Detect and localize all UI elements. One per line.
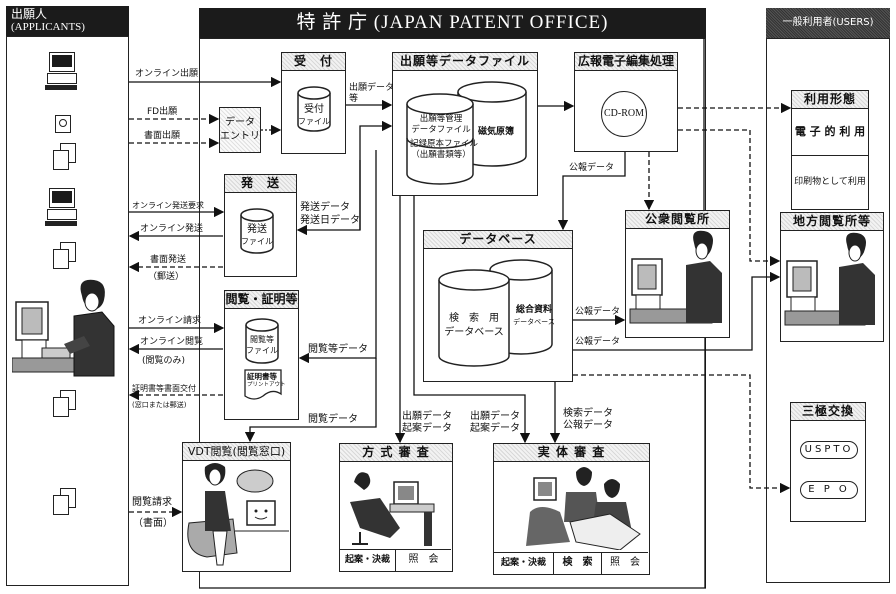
- label-online-send: オンライン発送: [140, 224, 204, 234]
- formality-cell-drafting: 起案・決裁: [340, 549, 396, 571]
- public-reading-room-title: 公衆閲覧所: [626, 211, 729, 229]
- inspection-file-label: 閲覧等 ファイル: [246, 335, 278, 355]
- search-database-label: 検 索 用 データベース: [444, 313, 504, 338]
- formality-examination-box: 方 式 審 査 起案・決裁 照 会: [339, 443, 453, 572]
- magnetic-register-label: 磁気原簿: [478, 127, 515, 137]
- woman-at-computer-illustration: [187, 463, 289, 566]
- document-icon: [53, 249, 69, 269]
- dispatch-box: 発 送: [224, 174, 297, 277]
- usage-form-title: 利用形態: [792, 91, 868, 109]
- document-icon: [53, 150, 69, 170]
- label-application-data: 出願データ 等: [349, 83, 395, 104]
- applicants-subtitle: (APPLICANTS): [11, 21, 85, 33]
- database-title: データベース: [424, 231, 572, 249]
- label-view-request-note: （書面）: [133, 518, 173, 529]
- examiner-at-computer-illustration: [350, 472, 435, 546]
- vdt-viewing-title: VDT閲覧(閲覧窓口): [183, 443, 290, 461]
- dispatch-file-cylinder-icon: [240, 208, 274, 254]
- application-management-file-cylinder-icon: [406, 93, 474, 185]
- substantive-cell-search: 検 索: [554, 552, 602, 574]
- label-online-view-note: (閲覧のみ): [142, 356, 186, 366]
- cd-rom-icon: CD-ROM: [601, 91, 647, 137]
- label-gazette-data-1: 公報データ: [569, 163, 615, 173]
- label-formality-data: 出願データ 起案データ: [402, 411, 452, 434]
- certificate-printout-label: 証明書等 プリントアウト: [247, 372, 286, 388]
- label-online-view: オンライン閲覧: [140, 337, 204, 347]
- document-icon: [53, 495, 69, 515]
- trilateral-exchange-box: 三極交換 USPTO E P O: [790, 402, 866, 522]
- examiners-meeting-illustration: [526, 467, 641, 551]
- floppy-disk-icon: [55, 115, 71, 133]
- label-search-data: 検索データ 公報データ: [563, 408, 613, 431]
- application-management-file-label: 出願等管理 データファイル 記録原本ファイル （出願書類等）: [410, 114, 479, 160]
- data-entry-box: データ エントリ: [219, 107, 261, 153]
- label-cert-delivery-note: (窓口または郵送): [132, 401, 187, 409]
- substantive-cell-inquiry: 照 会: [602, 552, 648, 574]
- applicant-person-at-computer-illustration: [12, 279, 115, 377]
- epo-badge: E P O: [800, 481, 858, 499]
- publication-editing-title: 広報電子編集処理: [575, 53, 677, 71]
- usage-printed: 印刷物として利用: [794, 177, 866, 187]
- label-view-etc-data: 閲覧等データ: [308, 344, 368, 355]
- dispatch-title: 発 送: [225, 175, 296, 193]
- label-paper-filing: 書面出願: [144, 131, 181, 141]
- usage-form-box: 利用形態 電 子 的 利 用 印刷物として利用: [791, 90, 869, 210]
- label-paper-send: 書面発送: [150, 255, 187, 265]
- label-substantive-data: 出願データ 起案データ: [470, 411, 520, 434]
- formality-cell-inquiry: 照 会: [396, 549, 451, 571]
- publication-editing-box: 広報電子編集処理 CD-ROM: [574, 52, 678, 152]
- applicants-header: 出願人 (APPLICANTS): [6, 6, 129, 36]
- substantive-examination-box: 実 体 審 査 起案・決裁 検 索 照 会: [493, 443, 650, 575]
- users-header: 一般利用者(USERS): [766, 8, 890, 38]
- regional-reading-room-box: 地方閲覧所等: [780, 212, 884, 342]
- label-online-request: オンライン請求: [138, 316, 202, 326]
- label-view-request: 閲覧請求: [132, 497, 172, 508]
- trilateral-exchange-title: 三極交換: [791, 403, 865, 421]
- person-at-computer-illustration: [784, 232, 875, 326]
- label-fd-filing: FD出願: [147, 107, 178, 117]
- label-gazette-data-2: 公報データ: [575, 307, 621, 317]
- regional-reading-room-title: 地方閲覧所等: [781, 213, 883, 231]
- reception-file-label: 受付 ファイル: [298, 104, 330, 126]
- person-at-computer-illustration: [629, 230, 722, 324]
- applicants-title: 出願人: [11, 7, 48, 21]
- substantive-examination-title: 実 体 審 査: [494, 444, 649, 462]
- reception-file-cylinder-icon: [297, 86, 331, 132]
- comprehensive-database-label: 総合資料 データベース: [513, 305, 555, 326]
- jpo-title: 特 許 庁 (JAPAN PATENT OFFICE): [296, 12, 609, 33]
- formality-examination-title: 方 式 審 査: [340, 444, 452, 462]
- users-title: 一般利用者(USERS): [782, 17, 874, 28]
- label-view-data: 閲覧データ: [308, 414, 358, 425]
- label-gazette-data-3: 公報データ: [575, 337, 621, 347]
- label-paper-send-note: （郵送）: [148, 272, 185, 282]
- label-cert-delivery: 証明書等書面交付: [132, 384, 196, 393]
- application-data-file-title: 出願等データファイル: [393, 53, 537, 71]
- public-reading-room-box: 公衆閲覧所: [625, 210, 730, 338]
- computer-icon: [45, 188, 77, 230]
- label-online-filing: オンライン出願: [135, 69, 199, 79]
- reception-title: 受 付: [282, 53, 345, 71]
- vdt-viewing-box: VDT閲覧(閲覧窓口): [182, 442, 291, 572]
- inspection-certification-title: 閲覧・証明等: [225, 291, 298, 309]
- jpo-header: 特 許 庁 (JAPAN PATENT OFFICE): [199, 8, 706, 38]
- substantive-cell-drafting: 起案・決裁: [494, 552, 554, 574]
- document-icon: [53, 397, 69, 417]
- usage-electronic: 電 子 的 利 用: [792, 109, 868, 156]
- label-send-data: 発送データ 発送日データ: [300, 202, 360, 226]
- inspection-file-cylinder-icon: [245, 318, 279, 364]
- computer-icon: [45, 52, 77, 94]
- uspto-badge: USPTO: [800, 441, 858, 459]
- dispatch-file-label: 発送 ファイル: [241, 224, 273, 246]
- label-online-send-request: オンライン発送要求: [132, 201, 204, 210]
